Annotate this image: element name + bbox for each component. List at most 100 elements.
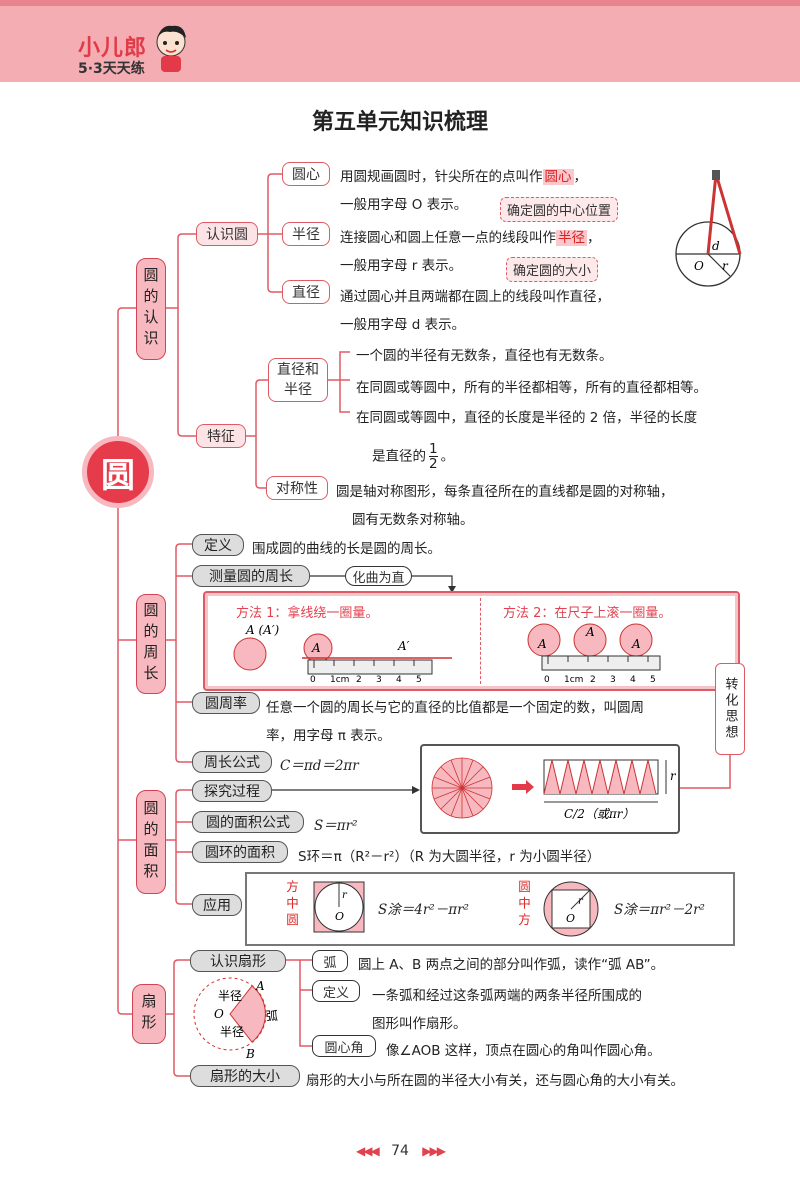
tag-diameter: 直径 [282, 280, 330, 304]
svg-text:3: 3 [376, 675, 382, 685]
tag-explore: 探究过程 [192, 780, 272, 802]
svg-text:r: r [342, 890, 348, 901]
tag-diameter-radius: 直径和半径 [268, 358, 328, 402]
compass-diagram: d O r [675, 170, 742, 287]
svg-text:4: 4 [396, 675, 402, 685]
branch-area: 圆的面积 [136, 790, 166, 894]
square-with-circle-figure: r O [313, 881, 365, 933]
method1-title: 方法 1：拿线绕一圈量。 [236, 606, 379, 621]
svg-text:0: 0 [544, 675, 550, 685]
pi-line2: 率，用字母 π 表示。 [266, 728, 391, 744]
radius-keyword: 半径 [556, 230, 587, 246]
svg-text:弧: 弧 [266, 1009, 278, 1023]
center-def-line2: 一般用字母 O 表示。 [340, 197, 468, 213]
svg-text:3: 3 [610, 675, 616, 685]
sector-size-text: 扇形的大小与所在圆的半径大小有关，还与圆心角的大小有关。 [306, 1073, 684, 1089]
page-number: 74 [391, 1143, 409, 1159]
svg-text:O: O [214, 1007, 224, 1021]
svg-text:5: 5 [650, 675, 656, 685]
arc-text: 圆上 A、B 两点之间的部分叫作弧，读作“弧 AB”。 [358, 957, 665, 973]
svg-text:A: A [255, 979, 265, 993]
feature-line3: 在同圆或等圆中，直径的长度是半径的 2 倍，半径的长度 [356, 410, 698, 426]
page-title: 第五单元知识梳理 [311, 110, 488, 135]
svg-text:B: B [245, 1047, 255, 1061]
header-band [0, 0, 800, 82]
tag-sector-size: 扇形的大小 [190, 1065, 300, 1087]
svg-text:O: O [335, 910, 344, 923]
apply-left-formula: S涂＝4r²－πr² [378, 902, 469, 918]
radius-def-line1: 连接圆心和圆上任意一点的线段叫作半径， [340, 230, 601, 246]
svg-text:A: A [537, 637, 547, 651]
feature-line2: 在同圆或等圆中，所有的半径都相等，所有的直径都相等。 [356, 380, 707, 396]
center-keyword: 圆心 [542, 169, 574, 185]
svg-text:半径: 半径 [220, 1025, 244, 1039]
next-arrows-icon: ▶▶▶ [422, 1144, 446, 1158]
svg-text:2: 2 [590, 675, 596, 685]
svg-text:O: O [566, 912, 575, 925]
tag-know-sector: 认识扇形 [190, 950, 286, 972]
feature-line1: 一个圆的半径有无数条，直径也有无数条。 [356, 348, 613, 364]
center-def-line1: 用圆规画圆时，针尖所在的点叫作圆心， [340, 169, 587, 185]
brand-series: 5·3天天练 [78, 61, 145, 77]
node-know-circle: 认识圆 [196, 222, 258, 246]
svg-text:4: 4 [630, 675, 636, 685]
tag-symmetry: 对称性 [266, 476, 328, 500]
header-stripe [0, 0, 800, 6]
sector-def-line2: 图形叫作扇形。 [372, 1016, 467, 1032]
symmetry-line1: 圆是轴对称图形，每条直径所在的直线都是圆的对称轴， [336, 484, 674, 500]
sector-diagram: A B O 半径 半径 弧 [193, 977, 278, 1061]
svg-text:C/2（或πr）: C/2（或πr） [564, 807, 634, 821]
tag-center: 圆心 [282, 162, 330, 186]
tag-central-angle: 圆心角 [312, 1035, 376, 1057]
tag-radius: 半径 [282, 222, 330, 246]
tag-pi: 圆周率 [192, 692, 260, 714]
tag-sector-def: 定义 [312, 980, 360, 1002]
tag-perimeter-def: 定义 [192, 534, 244, 556]
tag-measure-perimeter: 测量圆的周长 [192, 565, 310, 587]
methods-separator [480, 598, 481, 684]
diameter-def-line1: 通过圆心并且两端都在圆上的线段叫作直径， [340, 289, 610, 305]
circle-with-square-figure: r O [543, 881, 599, 937]
svg-text:d: d [712, 239, 720, 253]
prev-arrows-icon: ◀◀◀ [356, 1144, 380, 1158]
note-curve-to-straight: 化曲为直 [345, 566, 412, 586]
svg-text:1cm: 1cm [564, 675, 583, 685]
diameter-def-line2: 一般用字母 d 表示。 [340, 317, 466, 333]
perimeter-def-text: 围成圆的曲线的长是圆的周长。 [252, 541, 441, 557]
branch-perimeter: 圆的周长 [136, 594, 166, 694]
svg-text:O: O [694, 259, 704, 273]
pi-line1: 任意一个圆的周长与它的直径的比值都是一个固定的数，叫圆周 [266, 700, 644, 716]
tag-perimeter-formula: 周长公式 [192, 751, 272, 773]
apply-left-label: 方中圆 [284, 880, 299, 930]
callout-center: 确定圆的中心位置 [500, 197, 619, 222]
ring-area-formula: S环＝π（R²－r²）（R 为大圆半径，r 为小圆半径） [298, 849, 601, 865]
perimeter-formula: C＝πd＝2πr [280, 758, 359, 774]
svg-text:A′: A′ [397, 639, 410, 653]
method2-title: 方法 2：在尺子上滚一圈量。 [503, 606, 672, 621]
branch-sector: 扇形 [132, 984, 166, 1044]
svg-text:2: 2 [356, 675, 362, 685]
brand-name: 小儿郎 [78, 36, 148, 61]
svg-text:0: 0 [310, 675, 316, 685]
mascot-icon [156, 25, 186, 72]
transform-thinking: 转化思想 [715, 663, 745, 755]
svg-text:r: r [722, 259, 729, 273]
tag-arc: 弧 [312, 950, 348, 972]
area-formula: S＝πr² [314, 818, 358, 834]
svg-text:半径: 半径 [218, 989, 242, 1003]
apply-right-label: 圆中方 [516, 880, 531, 930]
central-angle-text: 像∠AOB 这样，顶点在圆心的角叫作圆心角。 [386, 1043, 661, 1059]
tag-apply: 应用 [192, 894, 242, 916]
radius-def-line2: 一般用字母 r 表示。 [340, 258, 463, 274]
node-features: 特征 [196, 424, 246, 448]
branch-recognize: 圆的认识 [136, 258, 166, 360]
svg-text:1cm: 1cm [330, 675, 349, 685]
tag-ring-area: 圆环的面积 [192, 841, 288, 863]
callout-radius: 确定圆的大小 [506, 257, 599, 282]
svg-text:5: 5 [416, 675, 422, 685]
sector-def-line1: 一条弧和经过这条弧两端的两条半径所围成的 [372, 988, 642, 1004]
